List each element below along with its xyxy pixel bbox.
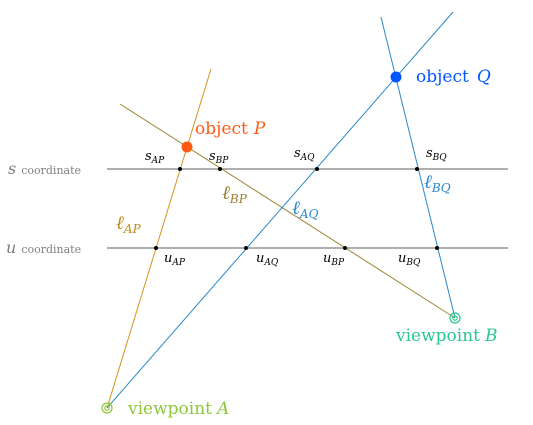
u-ap-label: uAP — [164, 251, 186, 268]
s-aq-label: sAQ — [294, 146, 315, 163]
s-bp-label: sBP — [209, 149, 229, 166]
ray-bp — [119, 103, 456, 319]
ray-bp-label: ℓBP — [222, 182, 248, 206]
ray-ap-label: ℓAP — [116, 212, 142, 236]
s-bq-label: sBQ — [426, 146, 447, 163]
dot-s-ap — [178, 167, 182, 171]
dot-u-bq — [435, 246, 439, 250]
dot-s-bp — [218, 167, 222, 171]
dot-s-aq — [315, 167, 319, 171]
object-p-dot — [181, 141, 193, 153]
viewpoint-a-marker — [101, 402, 113, 414]
dot-u-aq — [244, 246, 248, 250]
ray-aq-label: ℓAQ — [292, 197, 319, 221]
s-ap-label: sAP — [145, 149, 165, 166]
dot-u-ap — [154, 246, 158, 250]
dot-s-bq — [415, 167, 419, 171]
ray-ap — [106, 68, 212, 409]
dot-u-bp — [343, 246, 347, 250]
ray-bq-label: ℓBQ — [424, 171, 451, 195]
ray-aq — [106, 11, 454, 409]
object-q-dot — [390, 71, 402, 83]
u-bq-label: uBQ — [398, 251, 421, 268]
u-bp-label: uBP — [323, 251, 345, 268]
viewpoint-b-marker — [449, 312, 461, 324]
u-aq-label: uAQ — [256, 251, 279, 268]
